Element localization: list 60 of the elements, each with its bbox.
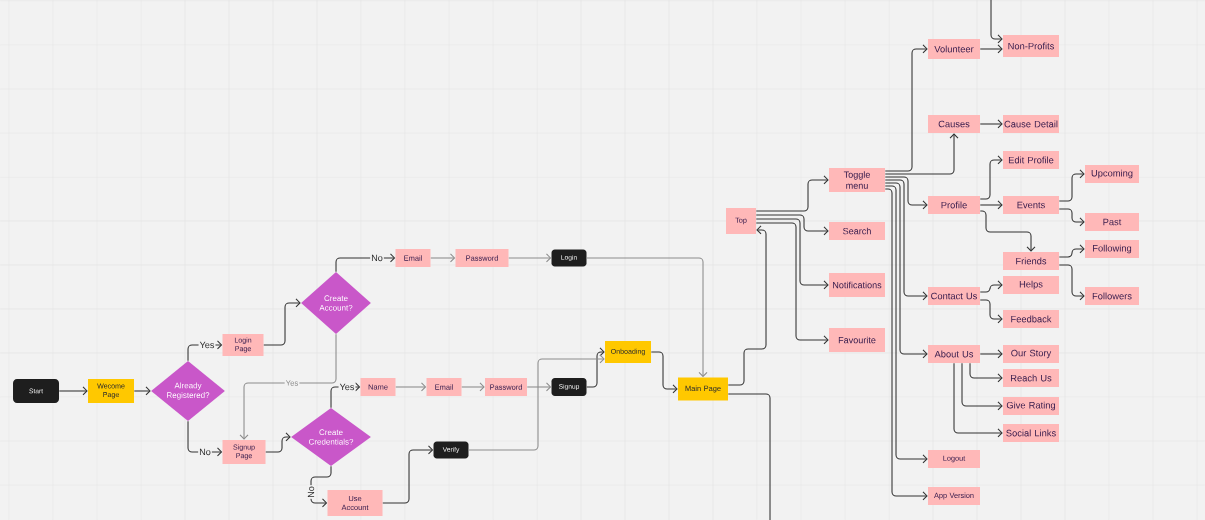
arrow (884, 182, 928, 359)
arrow (755, 222, 829, 345)
arrow (1058, 208, 1085, 227)
arrow (187, 420, 223, 457)
arrow (1058, 264, 1085, 301)
arrow (727, 225, 767, 386)
arrow (310, 465, 332, 508)
arrow (884, 176, 928, 210)
arrow (979, 44, 1003, 54)
edge-label: No (306, 485, 316, 499)
screen-box: Volunteer (928, 39, 980, 59)
screen-box: Favourite (829, 328, 885, 352)
arrow (526, 382, 552, 392)
arrow (990, 0, 1003, 44)
arrow (979, 200, 1003, 210)
arrow (650, 351, 678, 394)
arrow (468, 354, 605, 451)
arrow (979, 155, 1003, 200)
edge-label: Yes (198, 340, 216, 350)
screen-box: Toggle menu (829, 168, 885, 192)
screen-box: Notifications (829, 273, 885, 297)
screen-box: Following (1085, 240, 1139, 258)
arrow (755, 218, 829, 290)
arrow (586, 347, 605, 388)
arrow (239, 333, 337, 440)
arrow (586, 257, 708, 378)
arrow (884, 44, 928, 172)
arrow (187, 340, 223, 362)
arrow (1058, 169, 1085, 202)
arrow (508, 253, 552, 263)
arrow (58, 386, 88, 396)
connector-line (727, 393, 771, 520)
edge-label: No (198, 447, 212, 457)
arrow (133, 386, 151, 396)
arrow (961, 362, 1003, 411)
arrow (335, 253, 396, 273)
arrow (979, 119, 1003, 129)
screen-box: Search (829, 222, 885, 240)
screen-box: Non-Profits (1003, 35, 1059, 57)
edge-label: No (370, 253, 384, 263)
arrow (755, 214, 829, 236)
arrow (263, 298, 301, 346)
arrow (884, 133, 959, 175)
arrow (979, 210, 1036, 252)
arrow (461, 382, 485, 392)
arrow (953, 362, 1003, 438)
arrow (755, 175, 829, 212)
arrow (265, 432, 291, 453)
arrow (979, 280, 1003, 293)
arrow (382, 445, 434, 504)
arrow (395, 382, 427, 392)
arrow (1058, 244, 1085, 258)
arrow (430, 253, 456, 263)
arrow (330, 382, 361, 409)
arrow (969, 362, 1003, 383)
edge-label: Yes (338, 382, 356, 392)
arrow (979, 349, 1003, 359)
arrow (884, 179, 928, 301)
arrow (979, 299, 1003, 324)
screen-box: Give Rating (1003, 397, 1059, 415)
